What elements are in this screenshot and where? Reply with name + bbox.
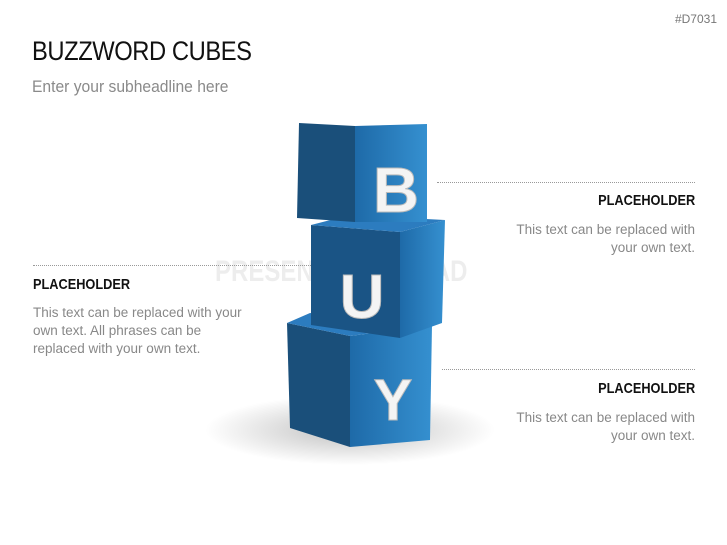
block-2-text: This text can be replaced with your own … <box>33 305 242 356</box>
connector-line-3 <box>442 369 695 370</box>
block-2-heading: PLACEHOLDER <box>33 276 131 293</box>
cube-letter-u: U <box>340 263 385 332</box>
block-1-text: This text can be replaced with your own … <box>516 222 695 255</box>
cube-y: Y <box>287 313 432 447</box>
slide-title: BUZZWORD CUBES <box>32 36 252 66</box>
slide-subtitle: Enter your subheadline here <box>32 77 229 96</box>
cube-b: B <box>297 123 427 227</box>
block-3-heading: PLACEHOLDER <box>597 380 695 397</box>
cube-letter-b: B <box>373 154 419 226</box>
cube-letter-y: Y <box>374 368 413 433</box>
cube-u: U <box>311 215 445 338</box>
connector-line-1 <box>437 182 695 183</box>
block-1-heading: PLACEHOLDER <box>597 192 695 209</box>
slide-code: #D7031 <box>674 12 717 26</box>
connector-line-2 <box>33 265 311 266</box>
block-3-text: This text can be replaced with your own … <box>516 410 695 443</box>
